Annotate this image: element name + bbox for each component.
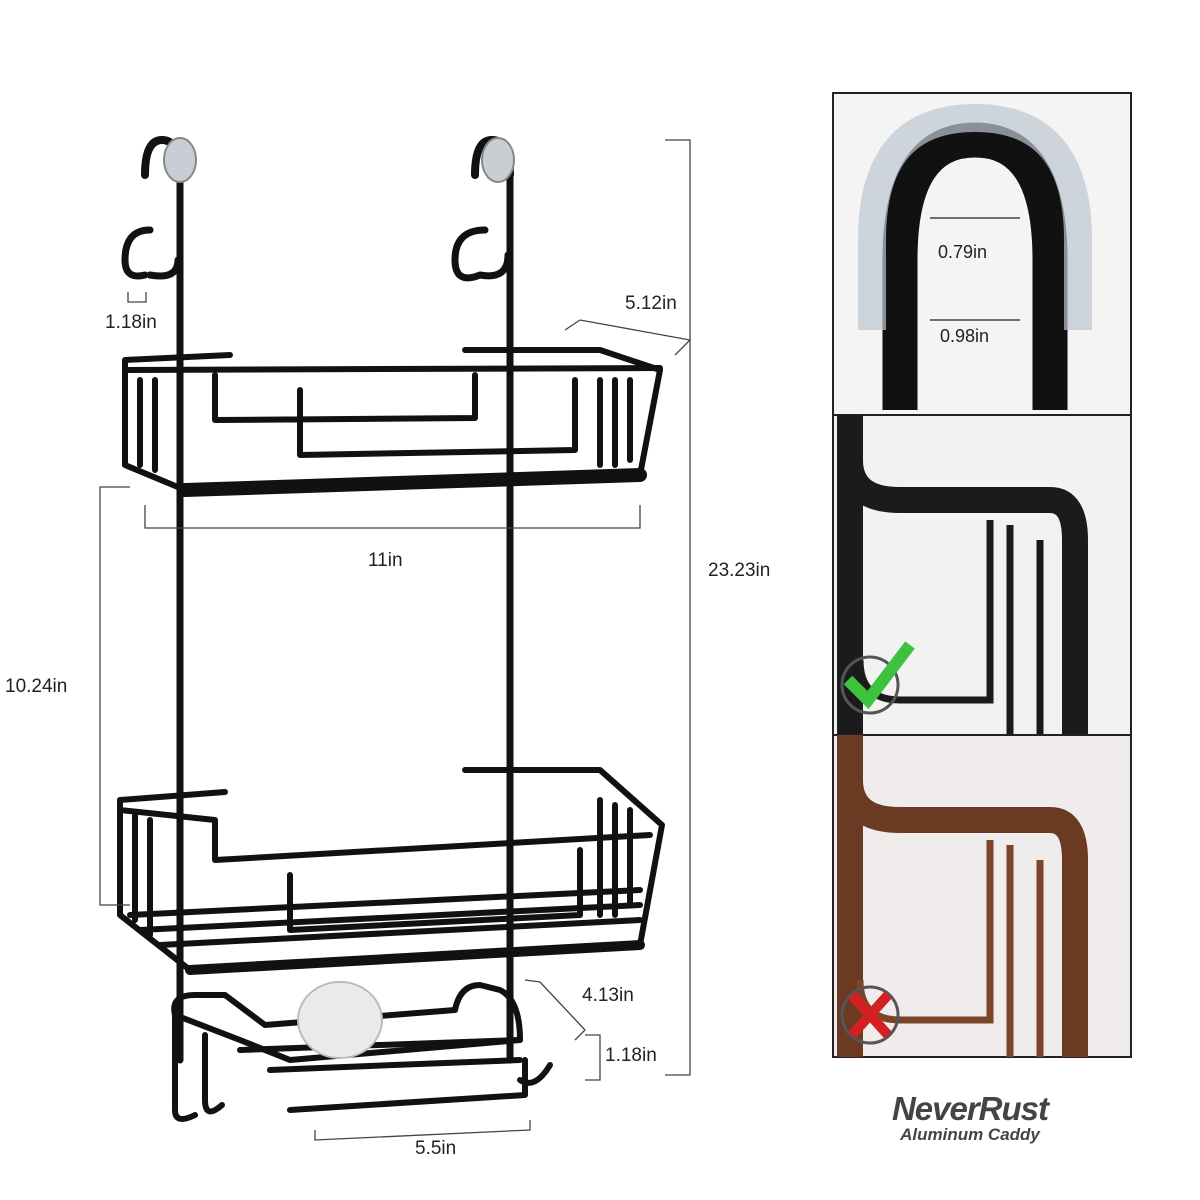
label-hook-gap: 1.18in <box>105 312 157 333</box>
detail-panel-clamp <box>832 92 1132 416</box>
label-height-total: 23.23in <box>708 560 771 581</box>
label-depth: 5.12in <box>625 293 677 314</box>
label-width: 11in <box>368 550 403 571</box>
label-door-thickness: 0.98in <box>940 326 990 346</box>
label-shelf-spacing: 10.24in <box>5 676 68 697</box>
suction-cup <box>297 981 383 1059</box>
detail-panel-bad <box>832 734 1132 1058</box>
label-inner-gap: 0.79in <box>938 242 988 262</box>
top-basket <box>122 347 663 497</box>
label-soap-height: 1.18in <box>605 1045 657 1066</box>
caddy-drawing <box>117 136 665 1122</box>
brand-tagline: Aluminum Caddy <box>900 1125 1040 1144</box>
brand-name: NeverRust <box>891 1090 1049 1127</box>
label-soap-width: 5.5in <box>415 1138 457 1159</box>
label-soap-depth: 4.13in <box>582 985 634 1006</box>
dimension-lines <box>99 139 692 1141</box>
check-icon <box>843 641 915 710</box>
brand-logo: NeverRust Aluminum Caddy <box>860 1092 1080 1144</box>
soap-dish <box>171 982 553 1122</box>
detail-panel-good <box>832 414 1132 736</box>
x-icon <box>848 991 892 1039</box>
middle-basket <box>117 767 665 975</box>
